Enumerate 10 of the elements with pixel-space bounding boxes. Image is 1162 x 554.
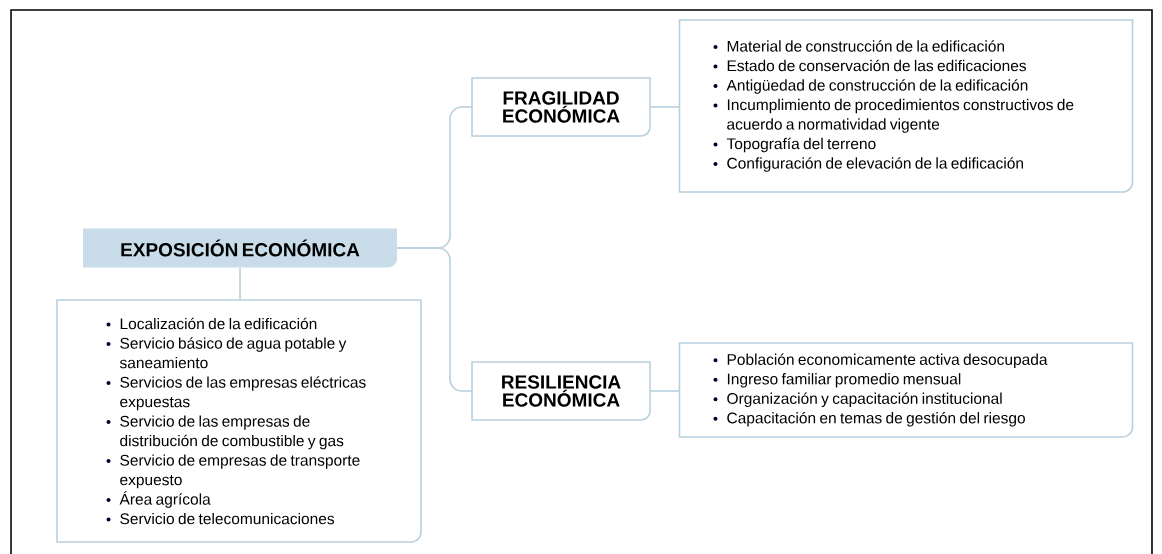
topic-box: FRAGILIDAD ECONÓMICA: [471, 77, 651, 137]
main-topic-box: EXPOSICIÓN ECONÓMICA: [83, 228, 397, 268]
bullet-list-box: Material de construcción de la edificación Estado de conservación de las edificaciones Antigüedad de construcción de la edificación Incumplimiento de procedimientos constructivos de acuerdo a normatividad vigente Topografía del terreno Configuración de elevación de la edificación: [678, 19, 1134, 193]
connector-line: [649, 106, 681, 108]
bullet-list-box: Población economicamente activa desocupada Ingreso familiar promedio mensual Organización y capacitación institucional Capacitación en temas de gestión del riesgo: [678, 342, 1134, 438]
connector-line: [396, 247, 473, 392]
topic-box: RESILIENCIA ECONÓMICA: [471, 361, 651, 421]
connector-line: [239, 266, 241, 301]
bullet-list-box: Localización de la edificación Servicio básico de agua potable y saneamiento Servicios de las empresas eléctricas expuestas Servicio de las empresas de distribución de combustible y gas Servicio de empresas de transporte expuesto Área agrícola Servicio de telecomunicaciones: [56, 299, 422, 543]
connector-line: [649, 390, 681, 392]
